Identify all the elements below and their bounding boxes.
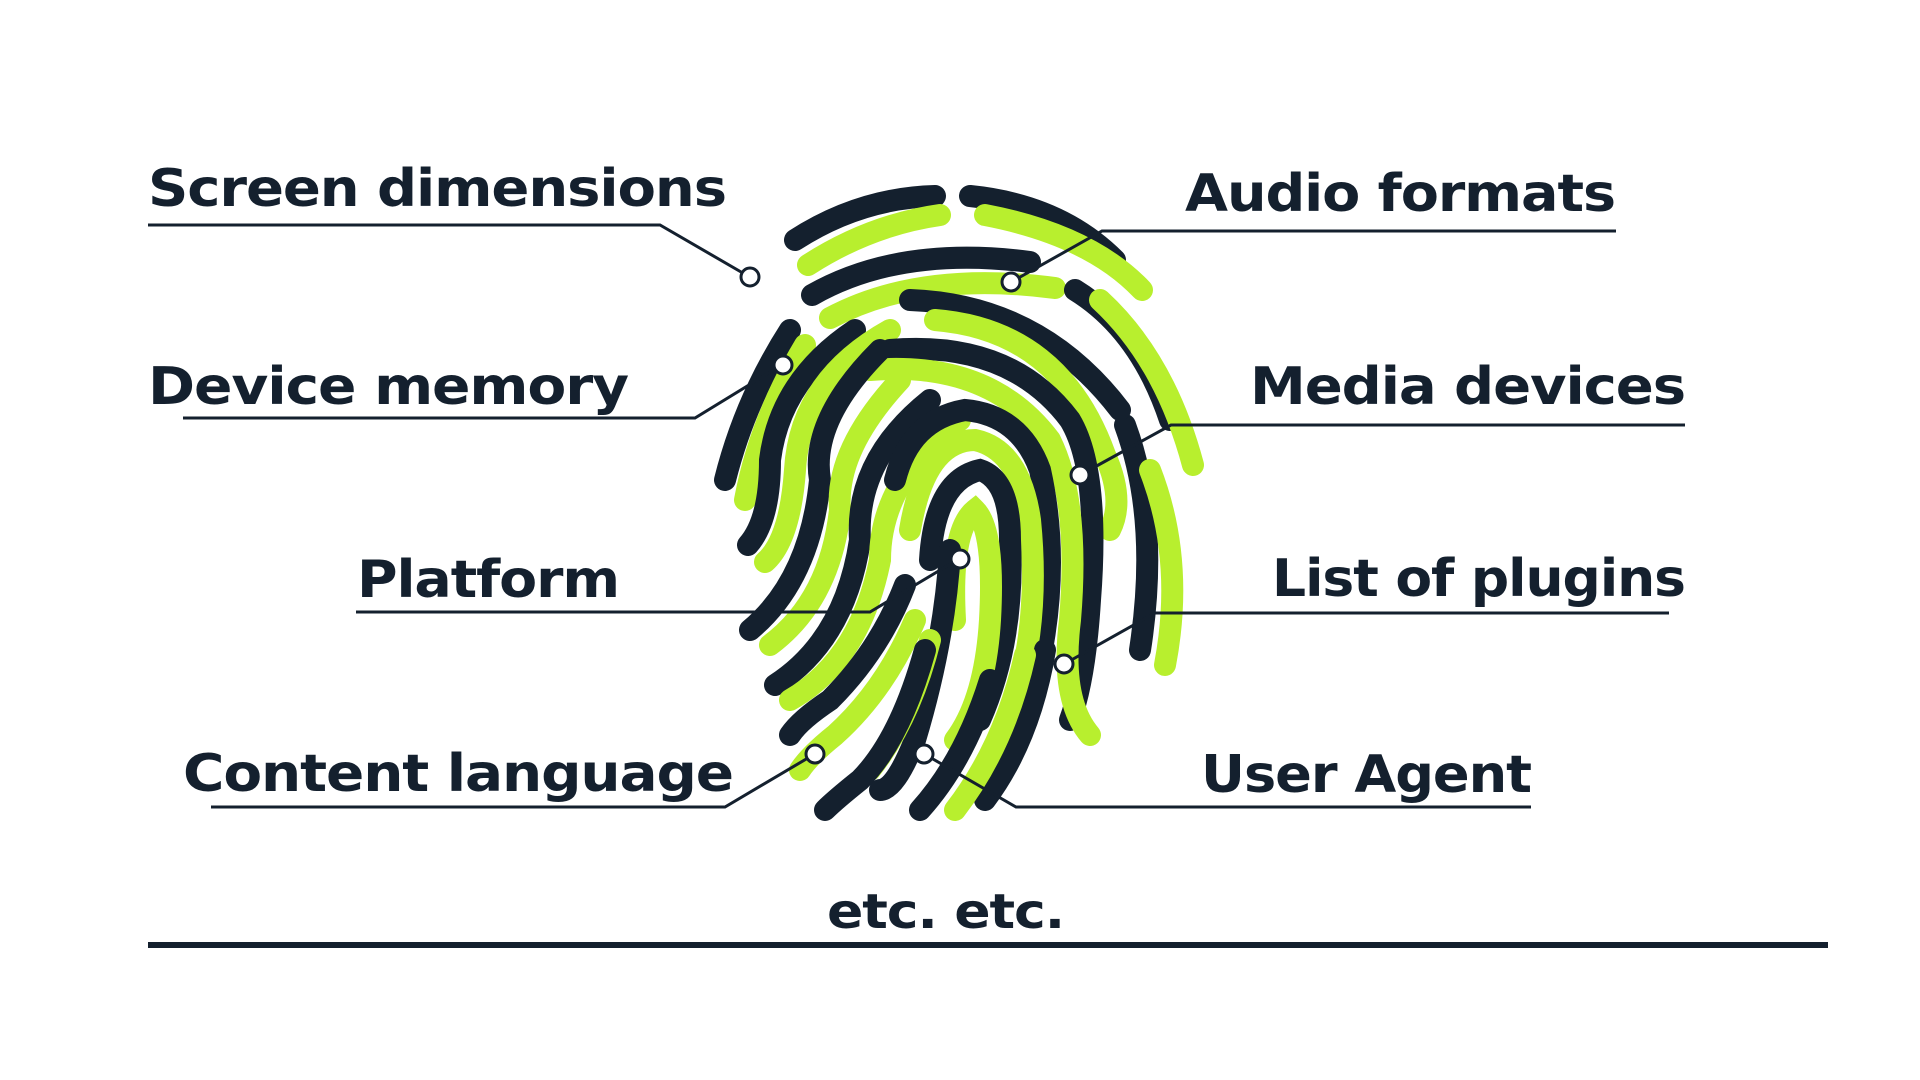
labels: Screen dimensions Device memory Platform… <box>148 159 1686 805</box>
fingerprint-ridge-accent <box>734 334 816 511</box>
fingerprint-ridge-accent <box>779 409 971 711</box>
leader-line-audio-formats <box>1012 229 1616 283</box>
leader-line-platform <box>356 558 958 614</box>
fingerprint-ridge-dark <box>784 185 946 251</box>
label-media-devices: Media devices <box>1250 357 1685 417</box>
label-content-language: Content language <box>183 744 733 804</box>
dot-list-of-plugins <box>1053 653 1075 675</box>
leader-lines <box>148 223 1685 809</box>
fingerprint-ridge-dark <box>801 246 1041 306</box>
fingerprint-ridge-dark <box>714 319 801 491</box>
fingerprint-ridge-dark <box>814 639 936 821</box>
dot-audio-formats <box>1000 271 1022 293</box>
leader-line-device-memory <box>183 364 781 420</box>
fingerprint-ridge-dark <box>919 458 1022 731</box>
fingerprint-ridge-accent <box>754 319 901 573</box>
fingerprint-ridge-dark <box>909 669 1001 821</box>
dot-user-agent <box>913 743 935 765</box>
fingerprint-ridge-dark <box>899 289 1131 421</box>
dot-platform <box>949 548 971 570</box>
leader-line-list-of-plugins <box>1065 611 1669 665</box>
dot-device-memory <box>772 354 794 376</box>
fingerprint-ridge-dark <box>737 319 866 556</box>
fingerprint-ridge-dark <box>739 339 891 641</box>
fingerprint-ridge-dark <box>1114 414 1159 661</box>
dot-media-devices <box>1069 464 1091 486</box>
footer-etc-text: etc. etc. <box>827 884 1064 940</box>
fingerprint-ridge-dark <box>764 389 941 696</box>
fingerprint-ridge-accent <box>1139 459 1184 676</box>
leader-line-user-agent <box>925 753 1531 809</box>
dot-content-language <box>804 743 826 765</box>
label-list-of-plugins: List of plugins <box>1272 549 1685 609</box>
leader-line-screen-dimensions <box>148 223 749 278</box>
fingerprint-ridge-dark <box>779 574 916 746</box>
dot-screen-dimensions <box>739 266 761 288</box>
fingerprint-icon <box>714 185 1204 821</box>
leader-line-media-devices <box>1081 423 1685 476</box>
label-platform: Platform <box>357 550 619 610</box>
fingerprint-ridge-accent <box>859 357 1101 746</box>
fingerprint-ridge-accent <box>797 204 951 276</box>
fingerprint-ridge-dark <box>974 639 1056 811</box>
fingerprint-ridge-accent <box>819 272 1066 329</box>
label-audio-formats: Audio formats <box>1185 164 1615 224</box>
fingerprint-ridge-dark <box>869 539 961 801</box>
fingerprint-ridge-accent <box>944 644 1036 821</box>
label-screen-dimensions: Screen dimensions <box>148 159 726 219</box>
fingerprint-ridge-accent <box>924 309 1128 541</box>
label-device-memory: Device memory <box>148 357 628 417</box>
label-user-agent: User Agent <box>1201 745 1531 805</box>
leader-line-content-language <box>211 753 814 809</box>
leader-dots <box>739 266 1091 765</box>
fingerprint-ridge-accent <box>1089 289 1204 476</box>
fingerprint-ridge-dark <box>884 398 1061 671</box>
fingerprint-ridge-accent <box>899 428 1044 711</box>
